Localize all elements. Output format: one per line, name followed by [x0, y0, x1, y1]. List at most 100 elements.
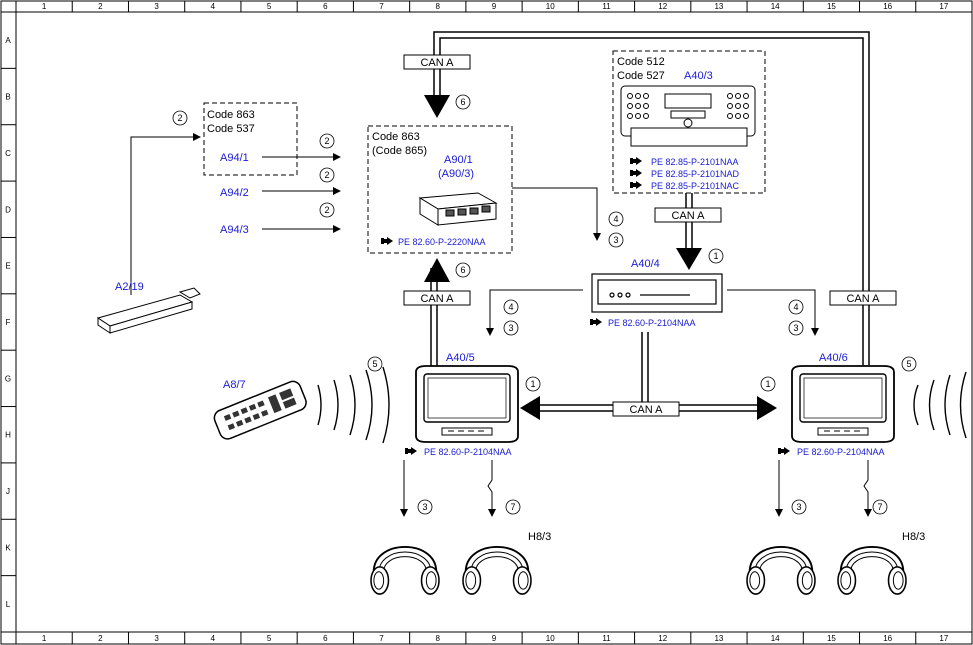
column-label-top: 10: [546, 2, 555, 11]
code-865-label: (Code 865): [372, 145, 427, 157]
a2-19-antenna-module-icon: [96, 287, 201, 334]
signal-1-a40-4: 1: [713, 251, 718, 261]
column-label-bottom: 14: [771, 634, 780, 643]
column-label-top: 1: [42, 2, 47, 11]
column-label-bottom: 13: [714, 634, 723, 643]
can-arrowheads: [424, 95, 777, 420]
a90-ref-text[interactable]: PE 82.60-P-2220NAA: [398, 237, 486, 247]
column-label-top: 17: [939, 2, 948, 11]
column-label-bottom: 3: [154, 634, 159, 643]
a40-3-label: A40/3: [684, 70, 713, 82]
column-label-top: 5: [267, 2, 272, 11]
column-label-bottom: 5: [267, 634, 272, 643]
signal-1-a40-6: 1: [765, 379, 770, 389]
column-label-top: 2: [98, 2, 103, 11]
row-label: H: [5, 431, 11, 440]
signal-1-a40-5: 1: [530, 379, 535, 389]
a40-3-ref-1[interactable]: PE 82.85-P-2101NAA: [651, 157, 739, 167]
a90-3-label: (A90/3): [438, 168, 474, 180]
a8-7-remote-control-icon: [213, 380, 307, 440]
signal-5-right: 5: [906, 359, 911, 369]
code-512-label: Code 512: [617, 56, 665, 68]
signal-arrows: [130, 133, 872, 517]
ir-waves: [317, 366, 967, 444]
a40-4-label: A40/4: [631, 258, 660, 270]
row-label: A: [5, 36, 11, 45]
code-863-label: Code 863: [207, 109, 255, 121]
row-label: B: [5, 93, 10, 102]
column-label-bottom: 15: [827, 634, 836, 643]
can-labels: CAN A CAN A CAN A CAN A CAN A: [403, 54, 897, 417]
column-label-top: 9: [492, 2, 497, 11]
can-label-bottom: CAN A: [629, 404, 663, 416]
ruler-ticks: [1, 1, 917, 644]
signal-3-left-headphone: 3: [422, 502, 427, 512]
column-label-top: 3: [154, 2, 159, 11]
column-label-bottom: 12: [658, 634, 667, 643]
signal-3-right: 3: [793, 323, 798, 333]
a40-6-label: A40/6: [819, 352, 848, 364]
column-label-top: 13: [714, 2, 723, 11]
a90-1-label: A90/1: [444, 154, 473, 166]
a40-4-ref-text[interactable]: PE 82.60-P-2104NAA: [608, 318, 696, 328]
a90-box: [367, 125, 513, 254]
a90-tuner-module-icon: [418, 192, 498, 226]
code-863-a90-label: Code 863: [372, 131, 420, 143]
ruler-labels: 1122334455667788991010111112121313141415…: [5, 2, 949, 643]
column-label-bottom: 10: [546, 634, 555, 643]
row-label: J: [6, 487, 10, 496]
code-537-label: Code 537: [207, 123, 255, 135]
row-label: E: [5, 262, 10, 271]
column-label-top: 12: [658, 2, 667, 11]
signal-2-a94-3: 2: [324, 205, 329, 215]
signal-4-a90: 4: [613, 214, 618, 224]
a8-7-label: A8/7: [223, 379, 246, 391]
a2-19-label: A2/19: [115, 281, 144, 293]
column-label-bottom: 4: [211, 634, 216, 643]
signal-4-left: 4: [508, 302, 513, 312]
signal-3-left: 3: [508, 323, 513, 333]
signal-circles: [172, 94, 917, 515]
code-527-label: Code 527: [617, 70, 665, 82]
can-label-right: CAN A: [846, 293, 880, 305]
a40-5-rear-monitor-icon: [415, 365, 519, 443]
a40-6-ref-text[interactable]: PE 82.60-P-2104NAA: [797, 447, 885, 457]
row-label: K: [5, 543, 11, 552]
column-label-bottom: 1: [42, 634, 47, 643]
a40-5-ref-text[interactable]: PE 82.60-P-2104NAA: [424, 447, 512, 457]
row-label: C: [5, 149, 11, 158]
column-label-bottom: 2: [98, 634, 103, 643]
a40-5-label: A40/5: [446, 352, 475, 364]
signal-4-right: 4: [793, 302, 798, 312]
column-label-top: 11: [602, 2, 611, 11]
can-label-top: CAN A: [420, 57, 454, 69]
column-label-top: 7: [379, 2, 384, 11]
can-label-a40-3: CAN A: [671, 210, 705, 222]
signal-5-left: 5: [372, 359, 377, 369]
a40-3-ref-3[interactable]: PE 82.85-P-2101NAC: [651, 181, 740, 191]
signal-2-a2-19: 2: [177, 113, 182, 123]
signal-6-top: 6: [460, 97, 465, 107]
a94-1-label: A94/1: [220, 152, 249, 164]
column-label-bottom: 11: [602, 634, 611, 643]
column-label-bottom: 16: [883, 634, 892, 643]
signal-3-a90: 3: [613, 235, 618, 245]
row-label: G: [5, 374, 11, 383]
signal-7-right: 7: [877, 502, 882, 512]
row-label: L: [6, 600, 11, 609]
column-label-top: 8: [436, 2, 441, 11]
signal-7-left: 7: [510, 502, 515, 512]
column-label-bottom: 7: [379, 634, 384, 643]
a40-3-ref-2[interactable]: PE 82.85-P-2101NAD: [651, 169, 740, 179]
code-box-a94: [203, 102, 298, 176]
h8-3-right-label: H8/3: [902, 531, 925, 543]
column-label-top: 4: [211, 2, 216, 11]
column-label-top: 6: [323, 2, 328, 11]
row-label: F: [6, 318, 11, 327]
signal-2-a94-2: 2: [324, 170, 329, 180]
a40-3-head-unit-icon: [620, 85, 756, 147]
signal-6-bottom: 6: [460, 265, 465, 275]
row-label: D: [5, 205, 11, 214]
